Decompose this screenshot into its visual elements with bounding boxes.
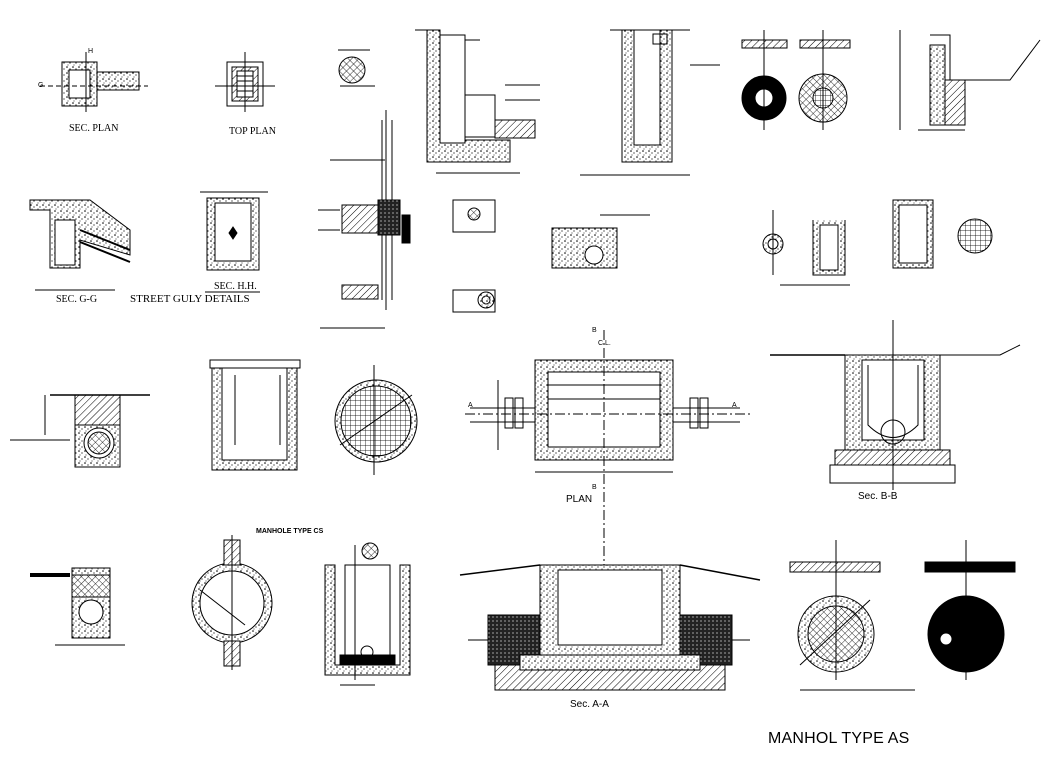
sec-h-h-drawing <box>200 191 268 293</box>
grid-marker-b-top: B <box>592 327 597 334</box>
plan-label: PLAN <box>566 494 593 505</box>
sec-h-h-label: SEC. H.H. <box>214 281 257 292</box>
top-plan-label: TOP PLAN <box>229 126 276 137</box>
manhole-type-cs-title: MANHOLE TYPE CS <box>256 528 324 535</box>
manhole-plan-large <box>465 330 750 660</box>
sec-plan-label: SEC. PLAN <box>69 123 119 134</box>
sec-a-a-drawing <box>459 564 761 691</box>
manhol-type-as-title: MANHOL TYPE AS <box>768 730 910 747</box>
grid-marker-a-right: A <box>732 402 737 409</box>
grid-marker-h: H <box>88 48 94 55</box>
sec-g-g-drawing <box>29 199 131 291</box>
sec-b-b-drawing <box>770 320 1021 490</box>
manhole-cover-plan-grid <box>334 365 418 475</box>
sec-plan-drawing <box>40 52 148 112</box>
cover-plan-top-right <box>741 30 851 130</box>
manhole-section-1 <box>415 29 540 174</box>
manhole-edge-section <box>899 30 1041 131</box>
grating-detail <box>338 49 375 87</box>
ring-plan-drawing <box>191 535 273 670</box>
pipe-junction-details <box>452 199 650 313</box>
sec-g-g-label: SEC. G-G <box>56 294 98 305</box>
top-plan-drawing <box>215 52 275 112</box>
sec-b-b-label: Sec. B-B <box>858 491 898 502</box>
manhol-type-as-drawing <box>789 540 1016 691</box>
grid-marker-g: G <box>38 82 44 89</box>
grid-marker-b-bottom: B <box>592 484 597 491</box>
pipe-trench-section <box>10 394 150 468</box>
centerline-label: C.L. <box>598 340 611 347</box>
manhole-section-2 <box>580 29 720 176</box>
street-guly-details-title: STREET GULY DETAILS <box>130 293 250 305</box>
pipe-section-detail <box>318 110 411 329</box>
manhole-section-cs <box>209 359 301 471</box>
sec-a-a-label: Sec. A-A <box>570 699 609 710</box>
manhole-cs-section <box>324 542 411 686</box>
manhole-small-details <box>762 199 993 286</box>
pipe-bedding-section <box>30 567 125 646</box>
grid-marker-a-left: A <box>468 402 473 409</box>
